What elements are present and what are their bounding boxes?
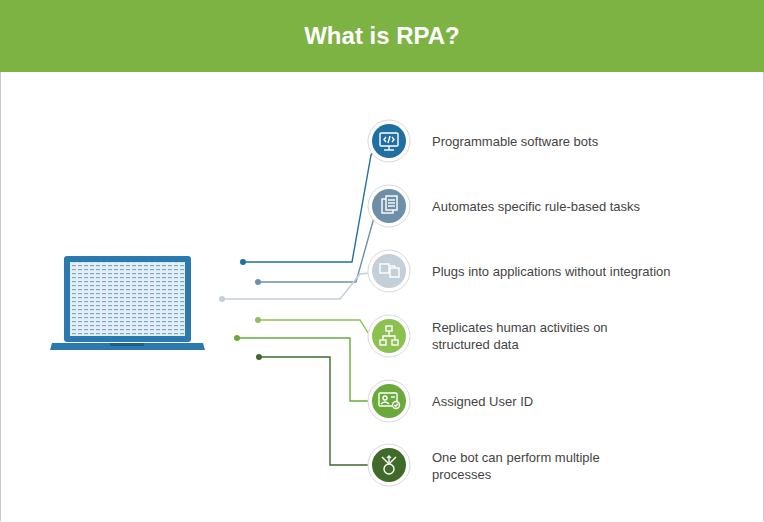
feature-label: Assigned User ID bbox=[432, 393, 732, 410]
feature-label: Automates specific rule-based tasks bbox=[432, 198, 732, 215]
feature-label: Programmable software bots bbox=[432, 133, 732, 150]
title: What is RPA? bbox=[0, 0, 764, 72]
feature-label: One bot can perform multiple processes bbox=[432, 449, 637, 483]
feature-label: Plugs into applications without integrat… bbox=[432, 263, 742, 280]
feature-label: Replicates human activities on structure… bbox=[432, 319, 637, 353]
